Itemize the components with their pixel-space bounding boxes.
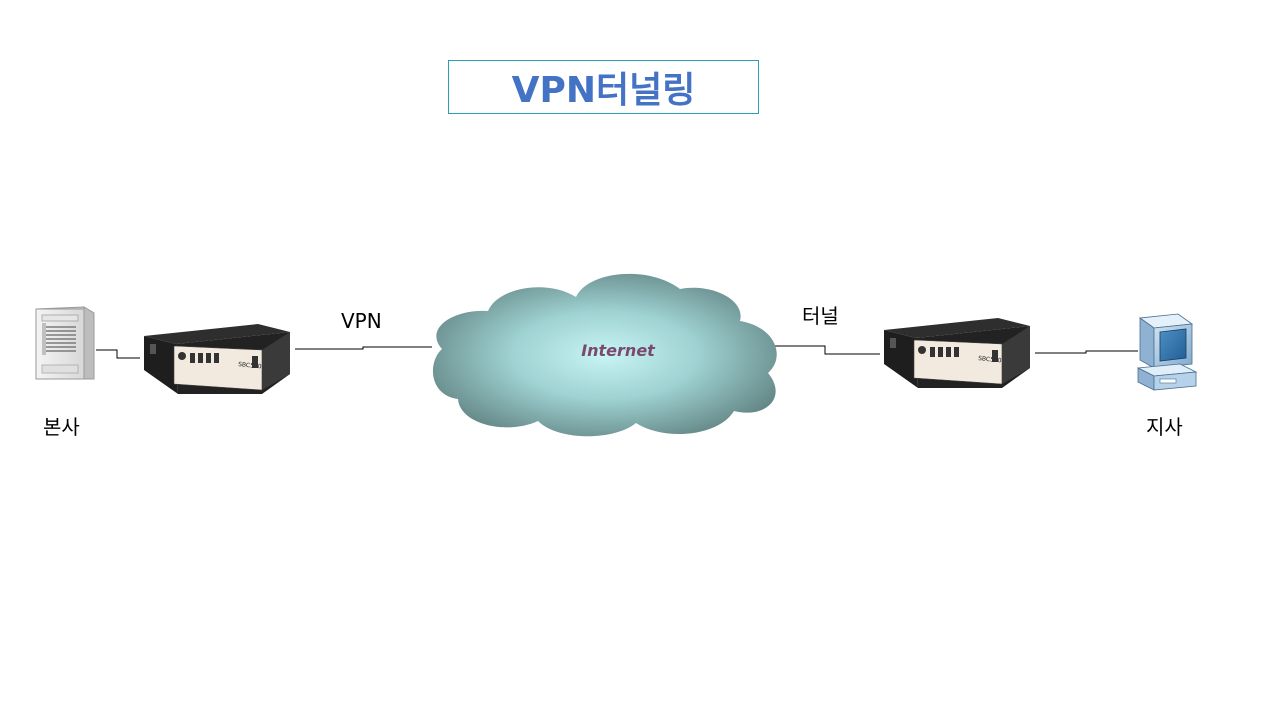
cloud-icon <box>432 273 777 437</box>
wire-router-right-to-pc <box>1035 350 1138 354</box>
wire-cloud-to-router-right <box>770 345 880 355</box>
router-model-label: SBC5000 <box>978 355 1006 365</box>
router-model-label: SBC5000 <box>238 361 266 371</box>
vpn-label: VPN <box>341 309 382 333</box>
router-icon: SBC5000 <box>884 318 1030 388</box>
wire-server-to-router-left <box>96 349 140 359</box>
router-icon: SBC5000 <box>144 324 290 394</box>
server-icon <box>35 306 95 380</box>
cloud-label: Internet <box>581 341 655 360</box>
branch-office-label: 지사 <box>1146 415 1183 439</box>
diagram-title: VPN터널링 <box>448 60 759 114</box>
tunnel-label: 터널 <box>802 304 839 328</box>
headquarters-label: 본사 <box>43 415 80 439</box>
desktop-computer-icon <box>1136 313 1198 391</box>
wire-router-left-to-cloud <box>295 346 432 350</box>
